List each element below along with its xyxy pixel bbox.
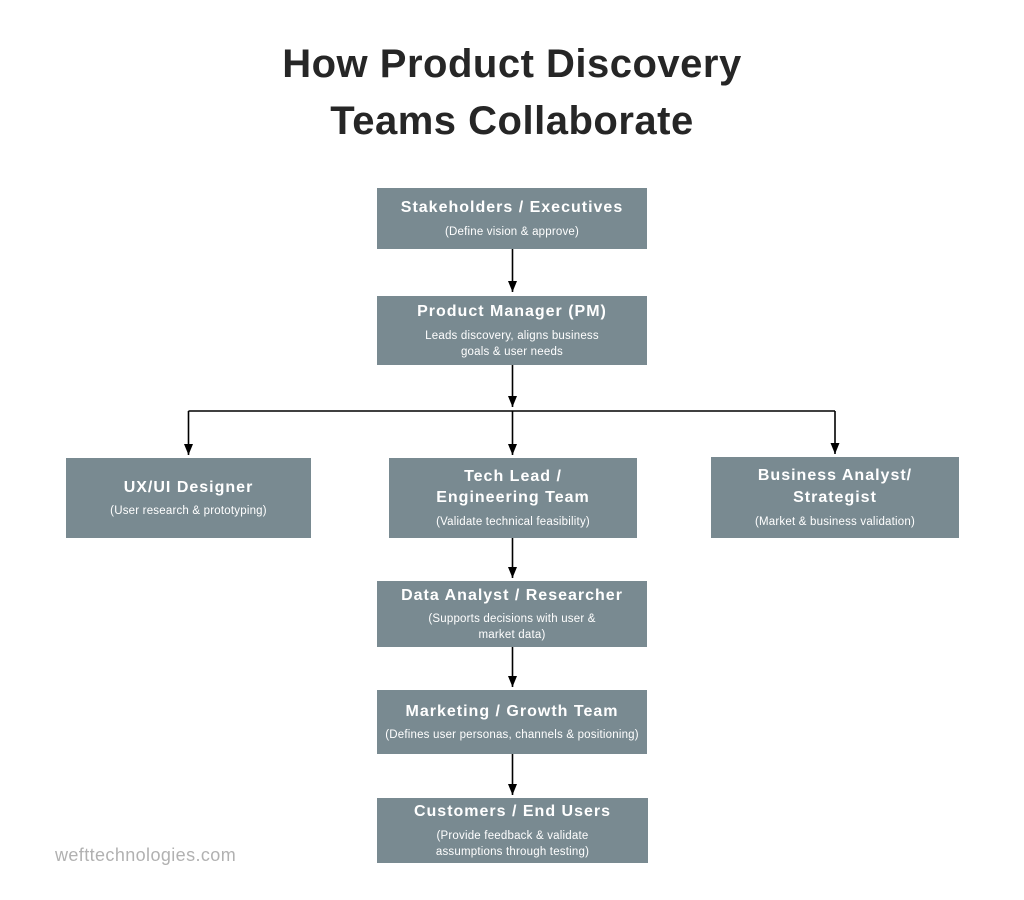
node-business-analyst: Business Analyst/ Strategist (Market & b… [711,457,959,538]
page-title-line2: Teams Collaborate [330,99,694,143]
node-customers-end-users: Customers / End Users (Provide feedback … [377,798,648,863]
node-marketing-growth-title: Marketing / Growth Team [405,702,619,720]
node-tech-lead-subtitle: (Validate technical feasibility) [436,516,590,529]
node-marketing-growth: Marketing / Growth Team (Defines user pe… [377,690,647,754]
watermark-url: wefttechnologies.com [55,845,237,865]
node-data-analyst: Data Analyst / Researcher (Supports deci… [377,581,647,647]
node-ux-ui-designer: UX/UI Designer (User research & prototyp… [66,458,311,538]
node-tech-lead: Tech Lead / Engineering Team (Validate t… [389,458,637,538]
node-data-analyst-subtitle: (Supports decisions with user & market d… [428,613,596,642]
node-product-manager-subtitle: Leads discovery, aligns business goals &… [425,329,599,358]
page-title: How Product Discovery Teams Collaborate [0,36,1024,150]
page-title-line1: How Product Discovery [282,42,742,86]
node-customers-end-users-title: Customers / End Users [413,803,612,821]
node-tech-lead-title: Tech Lead / Engineering Team [436,467,590,507]
node-ux-ui-designer-title: UX/UI Designer [123,478,254,496]
node-ux-ui-designer-subtitle: (User research & prototyping) [110,505,267,518]
node-data-analyst-title: Data Analyst / Researcher [401,586,623,604]
node-marketing-growth-subtitle: (Defines user personas, channels & posit… [385,729,639,742]
node-product-manager-title: Product Manager (PM) [417,303,607,321]
node-stakeholders-title: Stakeholders / Executives [400,199,624,217]
node-business-analyst-title: Business Analyst/ Strategist [757,467,913,506]
node-business-analyst-subtitle: (Market & business validation) [754,515,916,528]
node-product-manager: Product Manager (PM) Leads discovery, al… [377,296,647,365]
node-customers-end-users-subtitle: (Provide feedback & validate assumptions… [435,829,590,858]
node-stakeholders: Stakeholders / Executives (Define vision… [377,188,647,249]
node-stakeholders-subtitle: (Define vision & approve) [444,225,580,238]
